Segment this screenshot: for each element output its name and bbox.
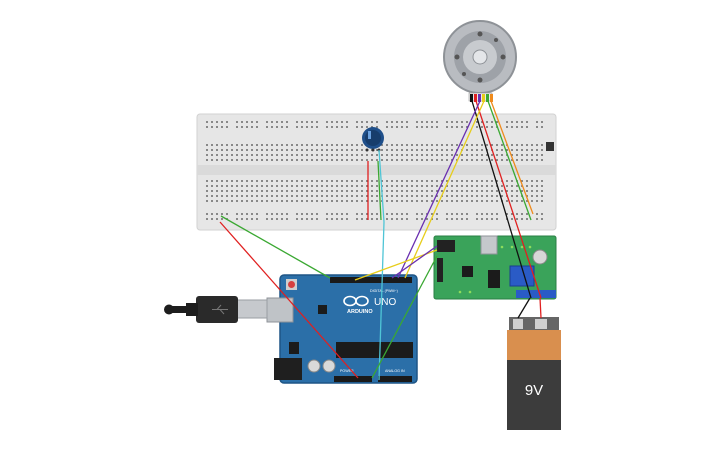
wire-pot-cyan	[378, 149, 385, 381]
wire-motor-orange	[490, 100, 534, 215]
digital-header-label: DIGITAL (PWM~)	[370, 289, 398, 293]
battery-voltage-label: 9V	[525, 382, 543, 399]
wire-motor-green	[487, 100, 532, 221]
usb-cable[interactable]	[164, 296, 268, 323]
breadboard[interactable]	[196, 113, 557, 231]
breadboard-holes	[206, 121, 543, 220]
arduino-model-label: UNO	[374, 297, 396, 308]
wire-driver-green	[371, 255, 438, 379]
wire-battery-red	[539, 297, 542, 319]
microcontroller-chip	[336, 342, 413, 358]
wire-battery-black	[517, 297, 531, 319]
wire-motor-yellow	[404, 100, 485, 279]
potentiometer[interactable]	[362, 127, 384, 152]
usb-symbol-icon	[212, 304, 228, 315]
usb-port	[266, 297, 294, 323]
wire-motor-black	[471, 100, 532, 299]
battery-9v[interactable]: 9V	[507, 317, 561, 430]
wire-pot-green	[377, 160, 382, 221]
wire-bb-red-to-arduino	[219, 221, 359, 379]
wire-motor-red	[475, 100, 542, 299]
wire-driver-purple	[391, 245, 438, 279]
power-header-label: POWER	[340, 369, 354, 373]
wire-motor-purple	[397, 100, 481, 279]
wire-bb-green-to-arduino	[220, 215, 331, 279]
analog-header-label: ANALOG IN	[385, 369, 405, 373]
digital-header	[330, 277, 412, 283]
analog-header	[378, 376, 412, 382]
motor[interactable]	[443, 20, 517, 102]
motor-connector	[470, 94, 493, 102]
arduino-brand-label: ARDUINO	[347, 309, 373, 315]
reset-button[interactable]	[288, 281, 295, 288]
wires	[219, 100, 542, 381]
breadboard-connector	[546, 142, 554, 151]
power-jack	[274, 358, 302, 380]
arduino-uno-board[interactable]: ARDUINO UNO DIGITAL (PWM~) POWER ANALOG …	[266, 274, 418, 384]
power-header	[334, 376, 372, 382]
arduino-logo-icon	[343, 295, 369, 307]
